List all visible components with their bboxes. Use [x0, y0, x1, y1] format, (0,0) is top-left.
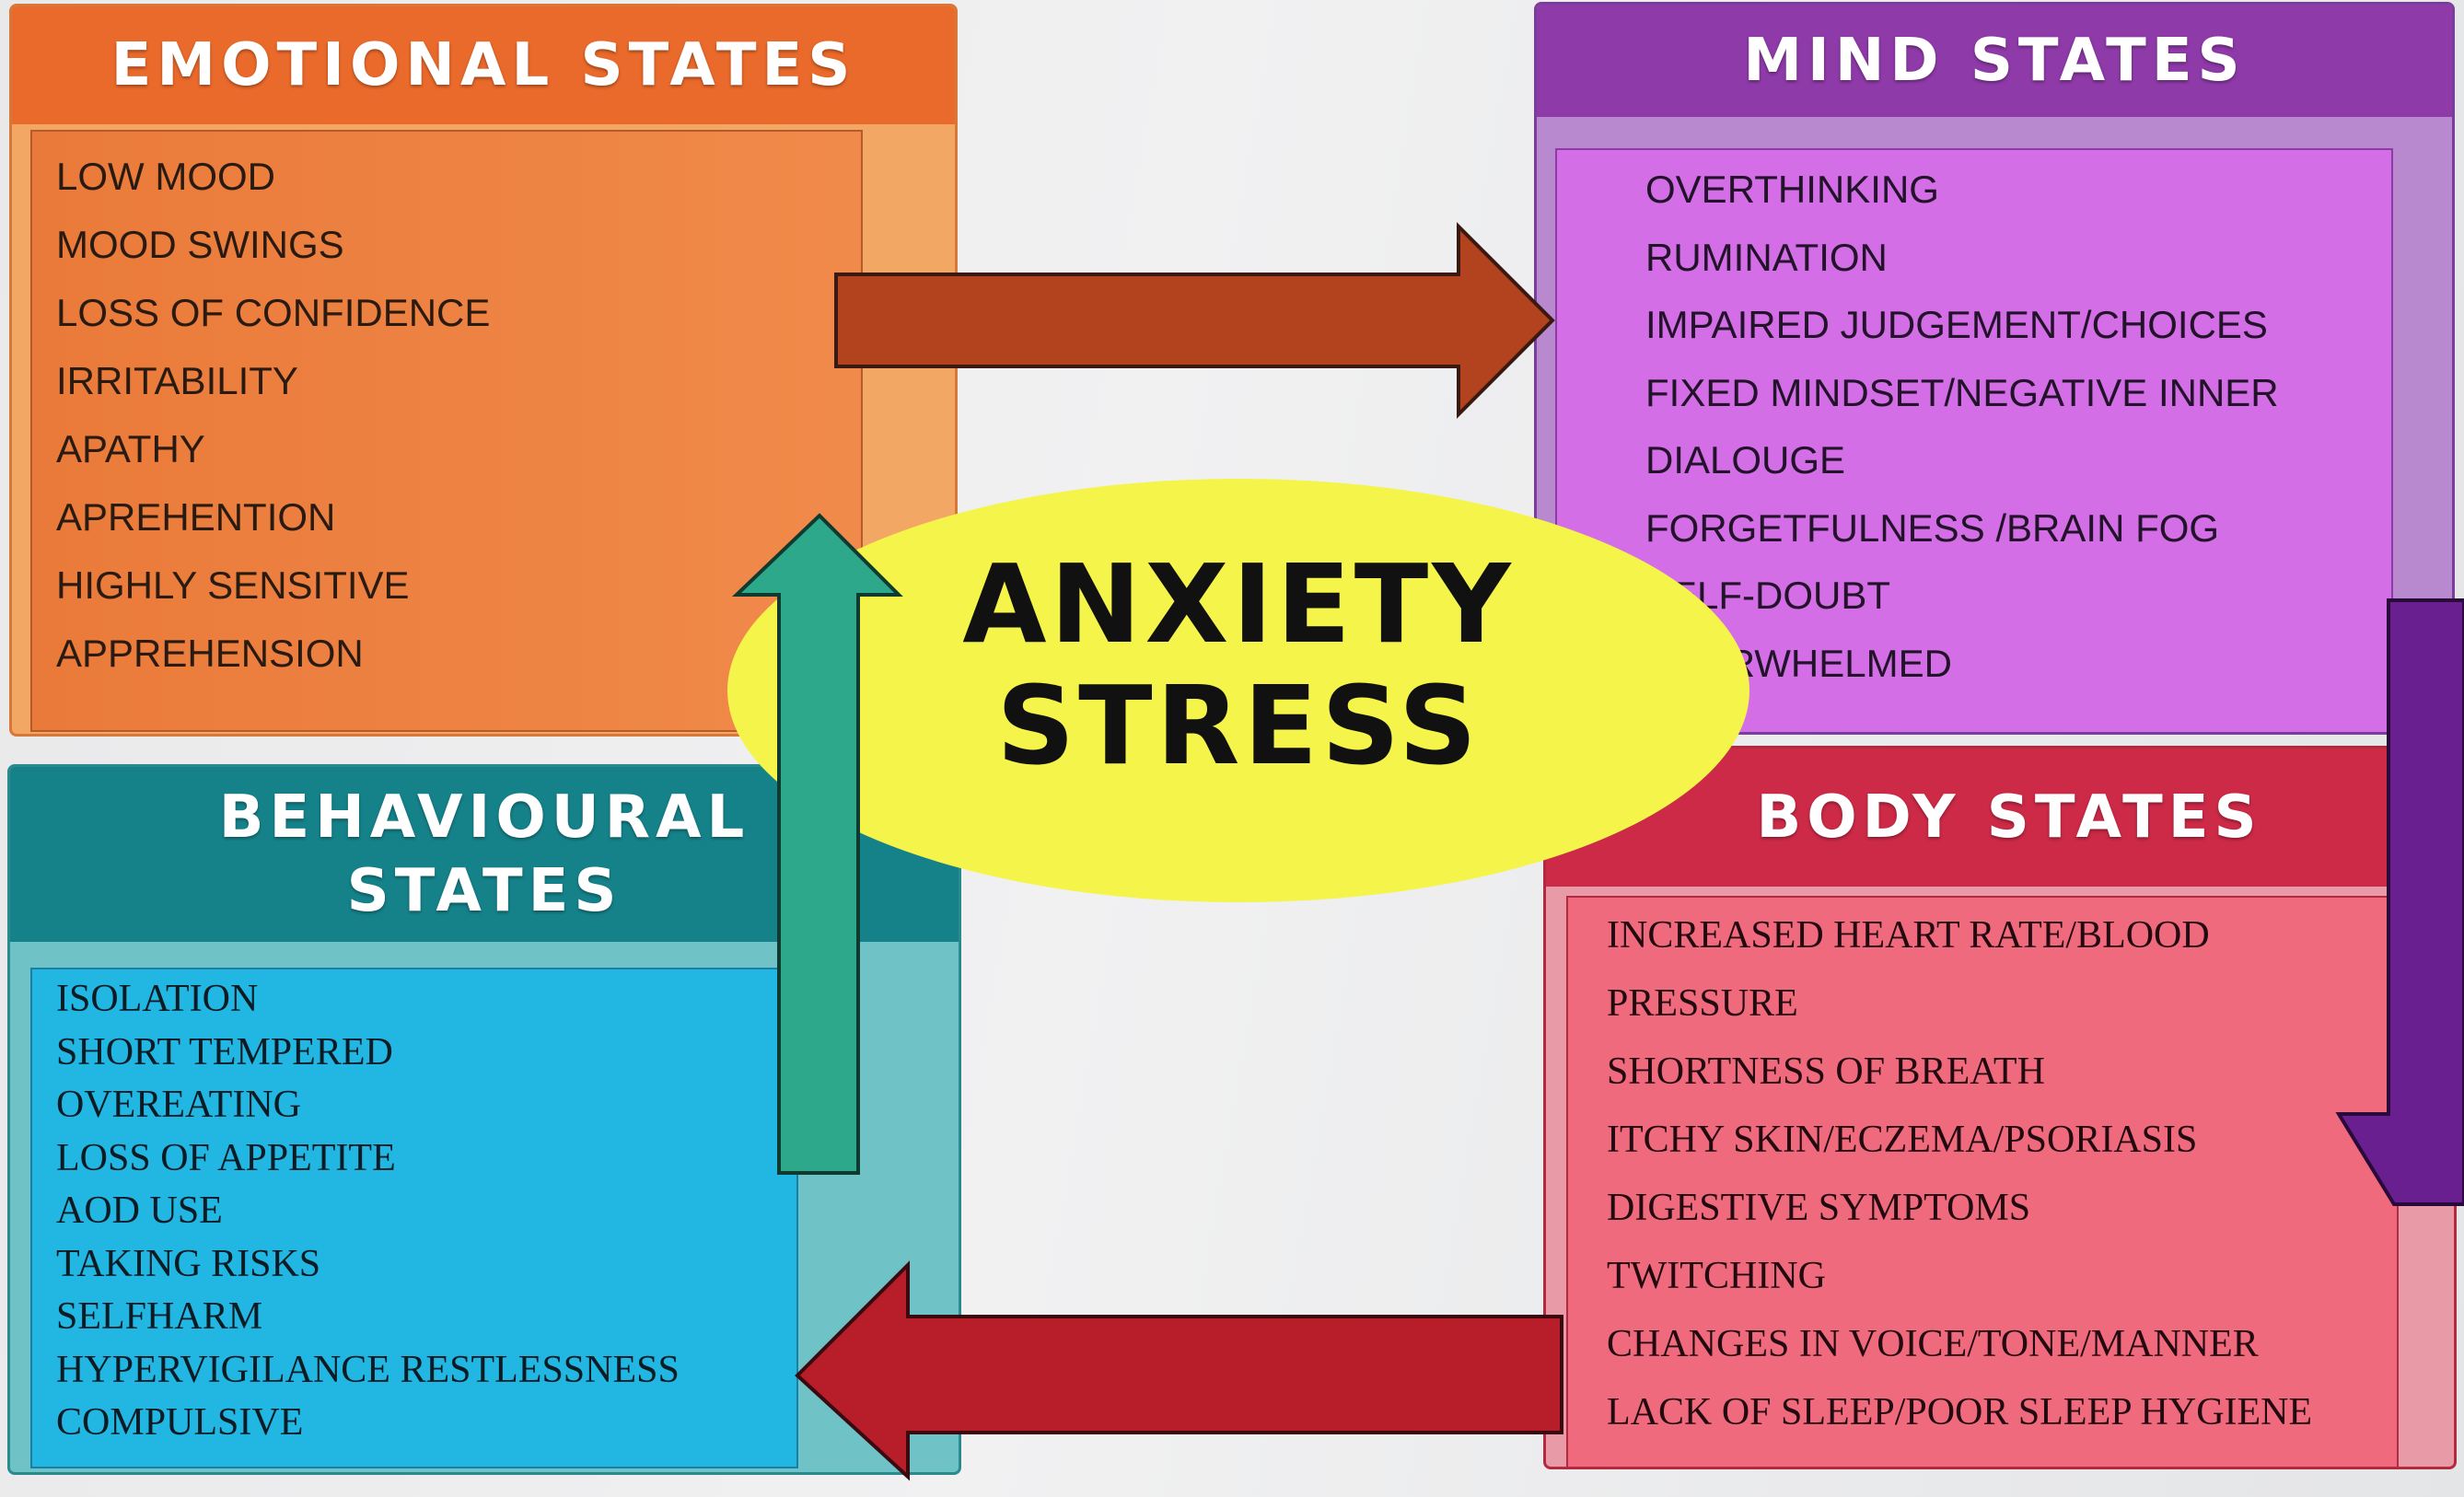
- emotional-states-panel: EMOTIONAL STATES LOW MOOD MOOD SWINGS LO…: [9, 4, 958, 737]
- list-item: SHORT TEMPERED: [56, 1030, 393, 1073]
- arrow-down-icon: [2335, 598, 2464, 1206]
- list-item: SELFHARM: [56, 1295, 263, 1338]
- list-item: LOSS OF APPETITE: [56, 1136, 396, 1179]
- list-item: IRRITABILITY: [56, 359, 298, 402]
- list-item: APATHY: [56, 427, 205, 470]
- mind-states-title: MIND STATES: [1537, 5, 2452, 117]
- center-label: ANXIETY STRESS: [727, 543, 1749, 786]
- list-item: APPREHENSION: [56, 632, 364, 675]
- body-states-box: [1566, 896, 2399, 1467]
- list-item: RUMINATION: [1645, 235, 1888, 279]
- behavioural-title-line2: STATES: [346, 857, 622, 925]
- behavioural-title-line1: BEHAVIOURAL: [218, 783, 750, 852]
- list-item: APREHENTION: [56, 495, 336, 539]
- list-item: CHANGES IN VOICE/TONE/MANNER: [1607, 1323, 2259, 1365]
- emotional-states-box: [30, 130, 863, 732]
- list-item: LACK OF SLEEP/POOR SLEEP HYGIENE: [1607, 1391, 2313, 1433]
- list-item: DIGESTIVE SYMPTOMS: [1607, 1187, 2031, 1229]
- behavioural-states-list: ISOLATION SHORT TEMPERED OVEREATING LOSS…: [56, 973, 680, 1450]
- list-item: OVEREATING: [56, 1084, 301, 1126]
- list-item: AOD USE: [56, 1189, 223, 1232]
- list-item: INCREASED HEART RATE/BLOOD: [1607, 914, 2210, 957]
- list-item: PRESSURE: [1607, 982, 1798, 1025]
- list-item: LOW MOOD: [56, 155, 275, 198]
- center-line1: ANXIETY: [962, 540, 1515, 667]
- body-states-list: INCREASED HEART RATE/BLOOD PRESSURE SHOR…: [1607, 901, 2312, 1446]
- list-item: LOSS OF CONFIDENCE: [56, 291, 491, 334]
- list-item: SHORTNESS OF BREATH: [1607, 1050, 2045, 1093]
- arrow-up-icon: [732, 513, 903, 1175]
- list-item: ITCHY SKIN/ECZEMA/PSORIASIS: [1607, 1119, 2198, 1161]
- body-states-title: BODY STATES: [1546, 748, 2454, 887]
- list-item: DIALOUGE: [1645, 438, 1846, 482]
- list-item: HIGHLY SENSITIVE: [56, 563, 410, 607]
- arrow-left-icon: [795, 1260, 1563, 1481]
- list-item: HYPERVIGILANCE RESTLESSNESS: [56, 1348, 680, 1391]
- center-ellipse: [727, 479, 1749, 902]
- list-item: OVERTHINKING: [1645, 168, 1939, 211]
- body-states-panel: BODY STATES INCREASED HEART RATE/BLOOD P…: [1543, 746, 2457, 1469]
- list-item: TWITCHING: [1607, 1255, 1826, 1297]
- emotional-states-title: EMOTIONAL STATES: [12, 6, 955, 124]
- arrow-right-icon: [834, 222, 1555, 419]
- list-item: TAKING RISKS: [56, 1242, 321, 1285]
- list-item: FORGETFULNESS /BRAIN FOG: [1645, 505, 2220, 550]
- emotional-states-list: LOW MOOD MOOD SWINGS LOSS OF CONFIDENCE …: [56, 143, 490, 688]
- list-item: FIXED MINDSET/NEGATIVE INNER: [1645, 370, 2279, 414]
- list-item: MOOD SWINGS: [56, 223, 344, 266]
- behavioural-states-box: [30, 968, 798, 1468]
- list-item: ISOLATION: [56, 978, 259, 1020]
- list-item: COMPULSIVE: [56, 1401, 304, 1444]
- center-line2: STRESS: [996, 662, 1481, 789]
- list-item: IMPAIRED JUDGEMENT/CHOICES: [1645, 303, 2268, 346]
